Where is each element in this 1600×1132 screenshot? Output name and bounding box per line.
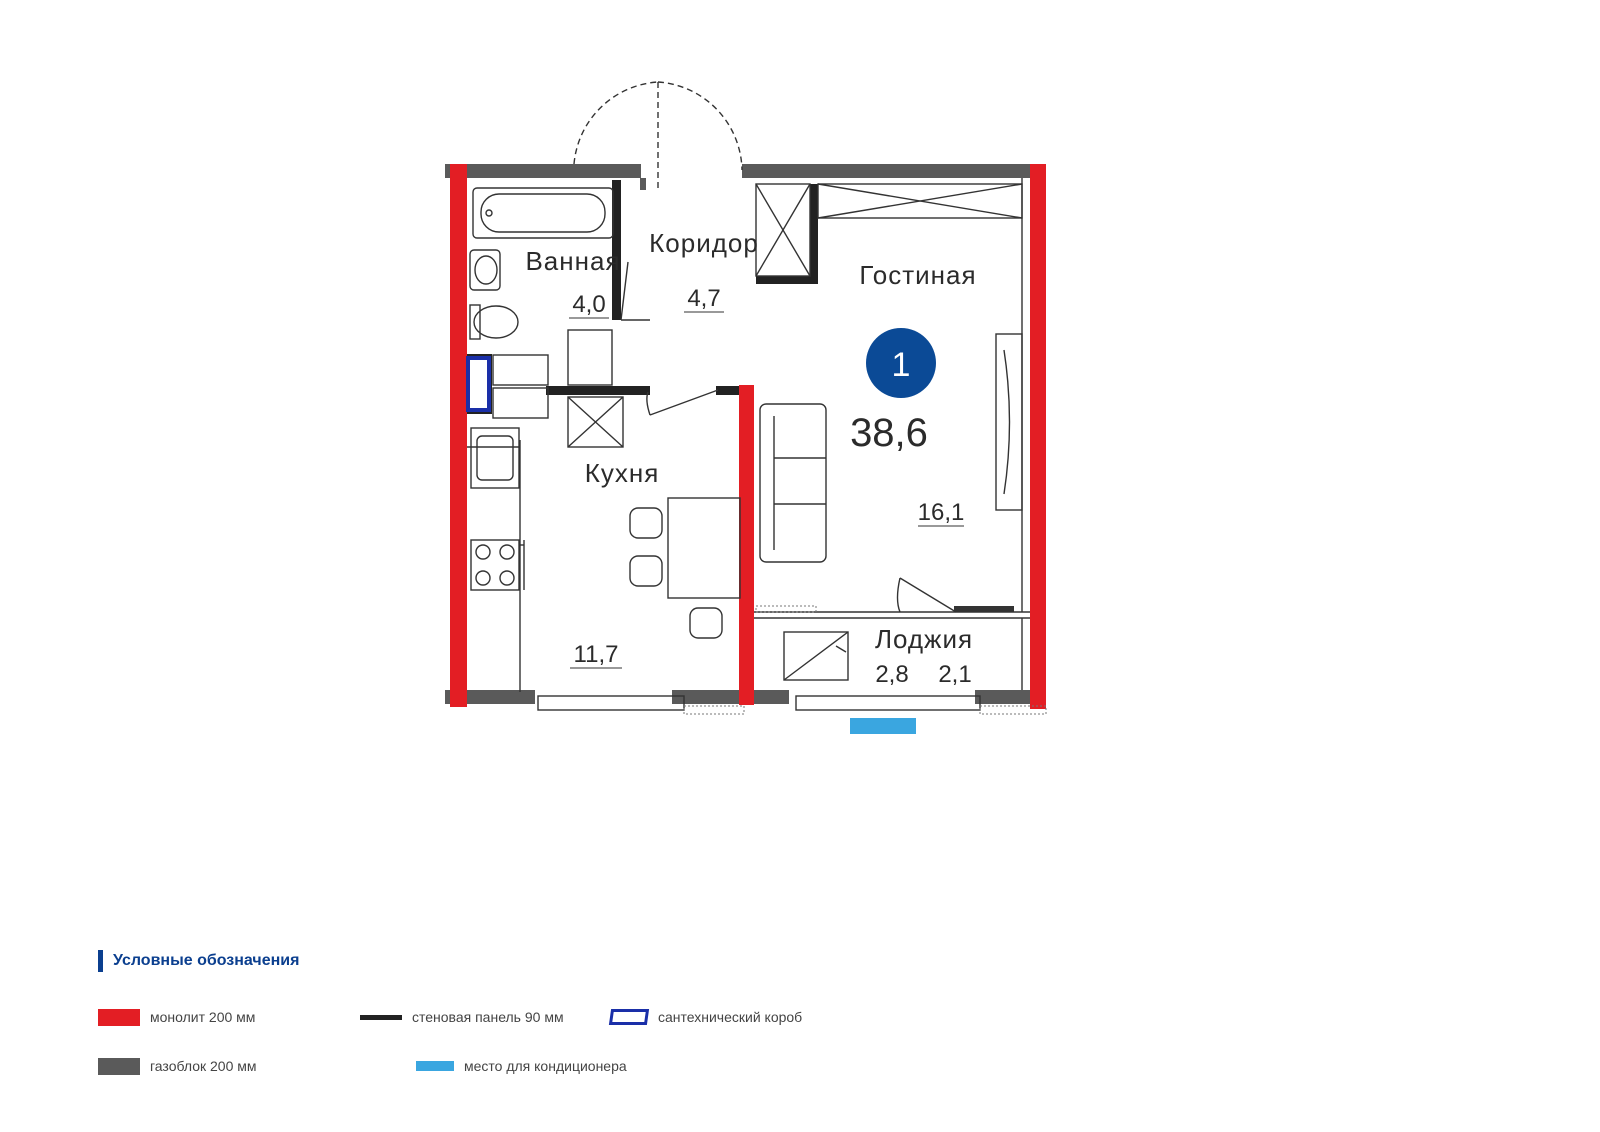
ac-spot xyxy=(850,718,916,734)
hatched-sills xyxy=(683,605,1047,715)
room-label-bathroom: Ванная xyxy=(525,246,620,276)
balcony-rail xyxy=(954,606,1014,612)
monolith-swatch xyxy=(98,1008,140,1026)
apartment-number: 1 xyxy=(892,346,911,384)
legend-label: сантехнический короб xyxy=(658,1009,803,1025)
ac-swatch xyxy=(416,1061,454,1071)
room-area-kitchen: 11,7 xyxy=(574,641,619,668)
legend-label: место для кондиционера xyxy=(464,1058,627,1074)
legend: Условные обозначения монолит 200 мм стен… xyxy=(98,950,898,1100)
legend-item-sanitary: сантехнический короб xyxy=(608,1007,803,1027)
room-label-corridor: Коридор xyxy=(649,228,759,258)
panel-swatch xyxy=(360,1014,402,1020)
legend-label: стеновая панель 90 мм xyxy=(412,1009,564,1025)
legend-item-ac: место для кондиционера xyxy=(416,1056,627,1076)
sanitary-swatch xyxy=(608,1009,650,1025)
gasblock-swatch xyxy=(98,1057,140,1075)
legend-item-gasblock: газоблок 200 мм xyxy=(98,1056,257,1076)
room-area-living: 16,1 xyxy=(918,499,965,526)
room-label-loggia: Лоджия xyxy=(875,624,973,654)
legend-label: газоблок 200 мм xyxy=(150,1058,257,1074)
room-label-living: Гостиная xyxy=(859,260,976,290)
sanitary-box xyxy=(466,356,491,412)
gasblock-walls xyxy=(445,164,1030,704)
room-label-kitchen: Кухня xyxy=(585,458,660,488)
room-area-bathroom: 4,0 xyxy=(572,291,605,318)
legend-title: Условные обозначения xyxy=(98,950,299,972)
monolith-walls xyxy=(450,164,1046,709)
legend-label: монолит 200 мм xyxy=(150,1009,256,1025)
floor-plan: 1 38,6 Ванная 4,0 Коридор 4,7 Гостиная 1… xyxy=(445,81,1047,734)
total-area: 38,6 xyxy=(850,411,928,455)
apartment-badge xyxy=(866,328,936,398)
room-area-corridor: 4,7 xyxy=(687,285,720,312)
room-area-loggia: 2,8 xyxy=(875,661,908,688)
legend-item-monolith: монолит 200 мм xyxy=(98,1007,255,1027)
room-area-loggia-alt: 2,1 xyxy=(938,661,971,688)
panel-walls xyxy=(467,180,818,414)
legend-item-panel: стеновая панель 90 мм xyxy=(360,1007,564,1027)
interior-lines xyxy=(467,81,1030,711)
